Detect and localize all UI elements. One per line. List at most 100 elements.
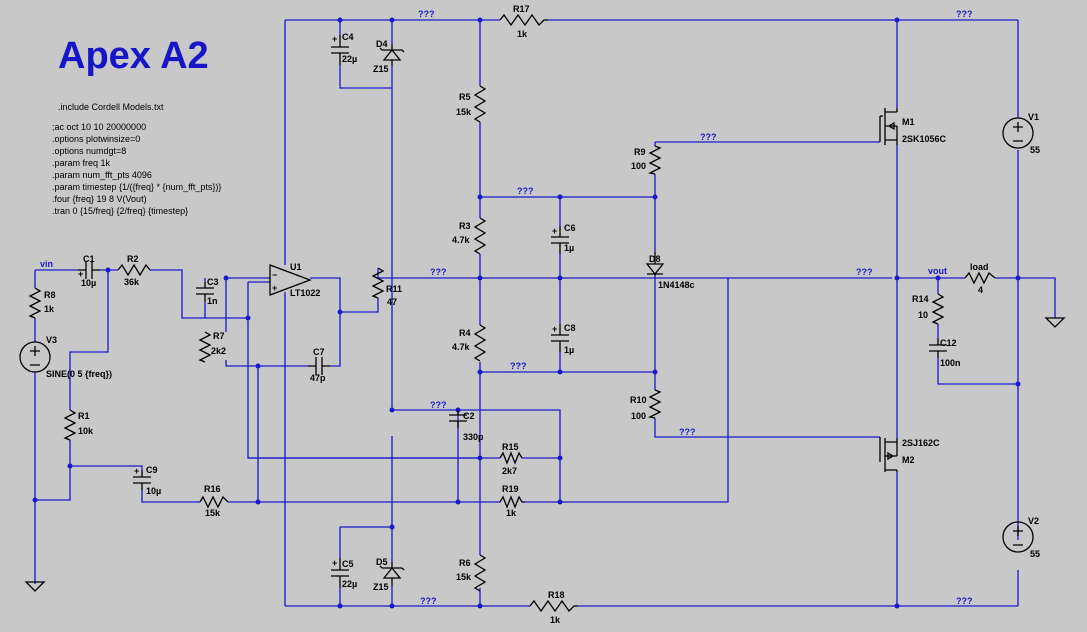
resistor-r7[interactable]: R7 2k2 <box>198 331 226 363</box>
resistor-r19[interactable]: R19 1k <box>499 484 525 518</box>
svg-text:15k: 15k <box>205 508 221 518</box>
svg-text:load: load <box>970 262 989 272</box>
resistor-r10[interactable]: R10 100 <box>630 389 662 421</box>
svg-text:+: + <box>552 226 557 236</box>
net-label: ??? <box>430 400 447 410</box>
net-labels: ??? ??? ??? ??? ??? ??? ??? ??? ??? ??? … <box>40 9 973 606</box>
directive-four: .four {freq} 19 8 V(Vout) <box>52 194 147 204</box>
wires <box>34 19 1056 607</box>
resistor-r6[interactable]: R6 15k <box>456 554 487 592</box>
svg-text:4.7k: 4.7k <box>452 342 471 352</box>
voltage-source-v2[interactable]: V2 55 <box>1002 516 1040 559</box>
svg-text:1k: 1k <box>506 508 517 518</box>
capacitor-c2[interactable]: C2 330p <box>449 410 484 442</box>
spice-directives: .include Cordell Models.txt ;ac oct 10 1… <box>52 102 221 216</box>
svg-text:R3: R3 <box>459 221 471 231</box>
directive-options-plotwinsize: .options plotwinsize=0 <box>52 134 140 144</box>
svg-text:C2: C2 <box>463 411 475 421</box>
svg-text:C7: C7 <box>313 347 325 357</box>
resistor-r16[interactable]: R16 15k <box>199 484 229 518</box>
mosfet-m2[interactable]: 2SJ162C M2 <box>879 437 940 472</box>
resistor-r11[interactable]: R11 47 <box>371 267 402 307</box>
resistor-r4[interactable]: R4 4.7k <box>452 324 487 362</box>
zener-d4[interactable]: D4 Z15 <box>373 39 405 74</box>
resistor-r15[interactable]: R15 2k7 <box>499 442 523 476</box>
svg-text:D8: D8 <box>649 254 661 264</box>
svg-text:Z15: Z15 <box>373 64 389 74</box>
svg-text:C8: C8 <box>564 323 576 333</box>
svg-text:36k: 36k <box>124 277 140 287</box>
svg-text:M2: M2 <box>902 455 915 465</box>
svg-text:15k: 15k <box>456 107 472 117</box>
voltage-source-v1[interactable]: V1 55 <box>1002 112 1040 155</box>
resistor-r9[interactable]: R9 100 <box>631 145 662 175</box>
svg-text:C5: C5 <box>342 559 354 569</box>
directive-include: .include Cordell Models.txt <box>58 102 164 112</box>
svg-text:1µ: 1µ <box>564 243 574 253</box>
svg-text:2k2: 2k2 <box>211 346 226 356</box>
svg-text:100: 100 <box>631 161 646 171</box>
svg-text:R19: R19 <box>502 484 519 494</box>
resistor-r2[interactable]: R2 36k <box>117 254 151 287</box>
resistor-r17[interactable]: R17 1k <box>499 4 548 39</box>
directive-ac: ;ac oct 10 10 20000000 <box>52 122 146 132</box>
svg-text:R10: R10 <box>630 395 647 405</box>
mosfet-m1[interactable]: M1 2SK1056C <box>879 108 947 145</box>
svg-text:C4: C4 <box>342 32 354 42</box>
ground-symbol <box>1044 317 1066 328</box>
capacitor-c4[interactable]: + C4 22µ <box>331 32 357 65</box>
capacitor-c9[interactable]: + C9 10µ <box>133 465 161 496</box>
svg-text:V1: V1 <box>1028 112 1039 122</box>
svg-text:22µ: 22µ <box>342 579 357 589</box>
svg-text:22µ: 22µ <box>342 54 357 64</box>
resistor-r1[interactable]: R1 10k <box>63 409 94 441</box>
net-label: ??? <box>517 186 534 196</box>
svg-text:55: 55 <box>1030 549 1040 559</box>
svg-text:15k: 15k <box>456 572 472 582</box>
capacitor-c7[interactable]: C7 47p <box>308 347 330 383</box>
svg-text:+: + <box>552 324 557 334</box>
voltage-source-v3[interactable]: V3 SINE(0 5 {freq}) <box>19 335 112 379</box>
svg-text:R7: R7 <box>213 331 225 341</box>
net-label: ??? <box>510 361 527 371</box>
net-label: ??? <box>700 132 717 142</box>
svg-text:4.7k: 4.7k <box>452 235 471 245</box>
svg-text:R8: R8 <box>44 290 56 300</box>
zener-d5[interactable]: D5 Z15 <box>373 557 405 592</box>
svg-text:C1: C1 <box>83 254 95 264</box>
opamp-u1[interactable]: − + U1 LT1022 <box>269 262 320 298</box>
svg-text:47: 47 <box>387 297 397 307</box>
net-label: ??? <box>856 267 873 277</box>
resistor-r8[interactable]: R8 1k <box>28 287 56 319</box>
resistor-r18[interactable]: R18 1k <box>529 590 578 625</box>
capacitor-c3[interactable]: C3 1n <box>196 277 219 306</box>
svg-text:1n: 1n <box>207 296 218 306</box>
svg-text:D5: D5 <box>376 557 388 567</box>
svg-text:1k: 1k <box>517 29 528 39</box>
svg-text:10k: 10k <box>78 426 94 436</box>
svg-text:2SK1056C: 2SK1056C <box>902 134 947 144</box>
svg-text:4: 4 <box>978 285 983 295</box>
svg-text:C3: C3 <box>207 277 219 287</box>
svg-text:R17: R17 <box>513 4 530 14</box>
capacitor-c1[interactable]: + C1 10µ <box>78 254 100 288</box>
capacitor-c5[interactable]: + C5 22µ <box>331 558 357 589</box>
junctions <box>32 17 1021 609</box>
svg-text:10: 10 <box>918 310 928 320</box>
capacitor-c8[interactable]: + C8 1µ <box>551 323 576 355</box>
svg-text:D4: D4 <box>376 39 388 49</box>
resistor-load[interactable]: load 4 <box>964 262 996 295</box>
capacitor-c12[interactable]: C12 100n <box>929 338 961 368</box>
resistor-r14[interactable]: R14 10 <box>912 293 945 325</box>
capacitor-c6[interactable]: + C6 1µ <box>551 223 576 254</box>
svg-text:R5: R5 <box>459 92 471 102</box>
resistor-r3[interactable]: R3 4.7k <box>452 217 487 255</box>
directive-param-fft: .param num_fft_pts 4096 <box>52 170 152 180</box>
directive-param-timestep: .param timestep {1/({freq} * {num_fft_pt… <box>52 182 221 192</box>
svg-text:V3: V3 <box>46 335 57 345</box>
svg-text:1k: 1k <box>44 304 55 314</box>
diode-d8[interactable]: D8 1N4148c <box>645 252 695 290</box>
resistor-r5[interactable]: R5 15k <box>456 85 487 123</box>
directive-options-numdgt: .options numdgt=8 <box>52 146 126 156</box>
svg-text:C12: C12 <box>940 338 957 348</box>
